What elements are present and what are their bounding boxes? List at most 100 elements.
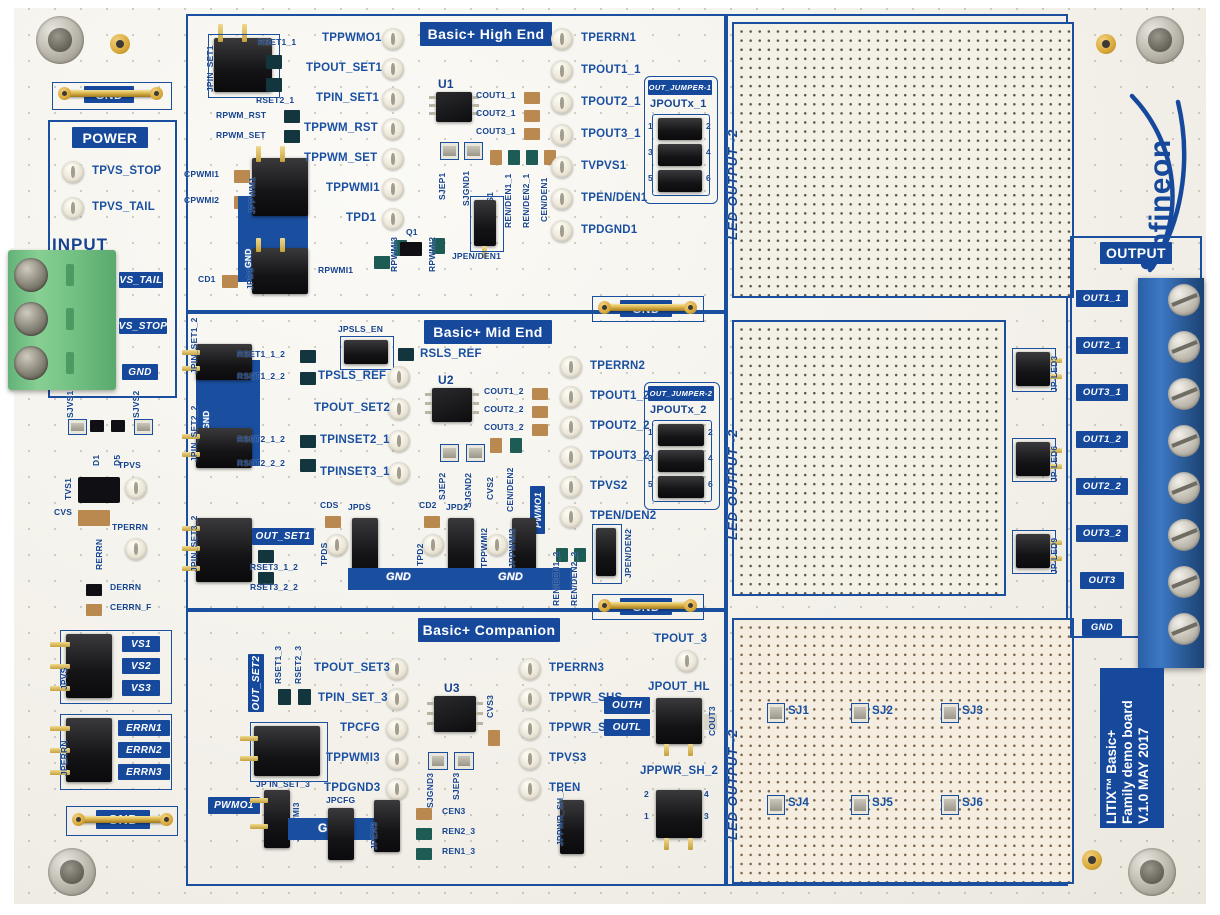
jp-led6-header[interactable]: [1016, 442, 1062, 476]
jp-led3-header[interactable]: [1016, 352, 1062, 386]
testpoint-tpout2-2[interactable]: [560, 416, 582, 438]
solder-jumper-sjgnd3[interactable]: [428, 752, 448, 770]
solder-jumper-sjvs1[interactable]: [68, 419, 87, 435]
led-output-proto-top[interactable]: [732, 22, 1074, 298]
output-screw-8[interactable]: [1168, 613, 1200, 645]
testpoint-tpout3[interactable]: [676, 650, 698, 672]
jpin-set3-2-header[interactable]: [182, 518, 252, 582]
testpoint-tperrn2[interactable]: [560, 356, 582, 378]
testpoint-tpdgnd3[interactable]: [386, 778, 408, 800]
solder-jumper-sj2[interactable]: [851, 703, 869, 723]
testpoint-tpds[interactable]: [326, 534, 348, 556]
testpoint-tppwmi2[interactable]: [486, 534, 508, 556]
testpoint-tpout-set2[interactable]: [388, 398, 410, 420]
out-jumper1-pin-row2[interactable]: [658, 144, 702, 166]
testpoint-tppwm-set[interactable]: [382, 148, 404, 170]
jpout-hl-header[interactable]: [656, 698, 702, 756]
testpoint-tppwr-shs[interactable]: [519, 688, 541, 710]
out-jumper2-pin-row2[interactable]: [658, 450, 704, 472]
testpoint-tpsls-ref[interactable]: [388, 366, 410, 388]
vs-jumper-header[interactable]: [50, 634, 112, 698]
output-screw-2[interactable]: [1168, 331, 1200, 363]
solder-jumper-sjep3[interactable]: [454, 752, 474, 770]
solder-jumper-sj6[interactable]: [941, 795, 959, 815]
testpoint-tpen-den1[interactable]: [551, 188, 573, 210]
jpd1-header[interactable]: [252, 238, 308, 294]
jp-in-set3-header[interactable]: [240, 726, 320, 776]
out-jumper1-pin-row3[interactable]: [658, 170, 702, 192]
solder-jumper-sj1[interactable]: [767, 703, 785, 723]
jpin-set1-2-header[interactable]: [182, 344, 252, 380]
gnd-wire-mid2[interactable]: [602, 602, 692, 609]
testpoint-tpout3-1[interactable]: [551, 124, 573, 146]
testpoint-tpout3-2[interactable]: [560, 446, 582, 468]
output-screw-4[interactable]: [1168, 425, 1200, 457]
testpoint-tpcfg[interactable]: [386, 718, 408, 740]
output-screw-7[interactable]: [1168, 566, 1200, 598]
output-screw-3[interactable]: [1168, 378, 1200, 410]
testpoint-tpout-set1[interactable]: [382, 58, 404, 80]
input-terminal-screw-1[interactable]: [14, 258, 48, 292]
input-terminal-screw-2[interactable]: [14, 302, 48, 336]
output-screw-6[interactable]: [1168, 519, 1200, 551]
solder-jumper-sj4[interactable]: [767, 795, 785, 815]
jpen-den1-header[interactable]: [474, 200, 496, 258]
output-screw-5[interactable]: [1168, 472, 1200, 504]
jp-led9-header[interactable]: [1016, 534, 1062, 568]
testpoint-tpvs2[interactable]: [560, 476, 582, 498]
solder-jumper-sjgnd1[interactable]: [464, 142, 483, 160]
input-terminal-block[interactable]: [8, 250, 116, 390]
solder-jumper-sjgnd2[interactable]: [466, 444, 485, 462]
testpoint-tpen-den2[interactable]: [560, 506, 582, 528]
testpoint-tppwmi1[interactable]: [382, 178, 404, 200]
testpoint-tpin-set3[interactable]: [386, 688, 408, 710]
jppwm1-header[interactable]: [252, 146, 308, 216]
testpoint-tpvs-tail[interactable]: [62, 197, 84, 219]
errn-jumper-header[interactable]: [50, 718, 112, 782]
jppwr-sh2-header[interactable]: [656, 790, 702, 850]
testpoint-tpvs-stop[interactable]: [62, 161, 84, 183]
testpoint-tvpvs1[interactable]: [551, 156, 573, 178]
solder-jumper-sj5[interactable]: [851, 795, 869, 815]
out-jumper2-pin-row3[interactable]: [658, 476, 704, 498]
testpoint-tpvs[interactable]: [125, 477, 147, 499]
gnd-wire-mid1[interactable]: [602, 304, 692, 311]
jpen3-header[interactable]: [374, 800, 400, 852]
testpoint-tppwmo1[interactable]: [382, 28, 404, 50]
testpoint-tperrn[interactable]: [125, 538, 147, 560]
solder-jumper-sjep2[interactable]: [440, 444, 459, 462]
testpoint-tpinset2-1[interactable]: [388, 430, 410, 452]
testpoint-tpout1-1[interactable]: [551, 60, 573, 82]
out-jumper2-pin-row1[interactable]: [658, 424, 704, 446]
output-screw-1[interactable]: [1168, 284, 1200, 316]
testpoint-tpout1-2[interactable]: [560, 386, 582, 408]
testpoint-tpen[interactable]: [519, 778, 541, 800]
gnd-wire-topleft[interactable]: [62, 90, 158, 97]
out-jumper1-pin-row1[interactable]: [658, 118, 702, 140]
jpcfg-header[interactable]: [328, 808, 354, 860]
jppwr-sh1-header[interactable]: [560, 800, 584, 854]
jpsls-en-header[interactable]: [344, 340, 388, 364]
testpoint-tpdgnd1[interactable]: [551, 220, 573, 242]
jppwmi3-header[interactable]: [250, 790, 290, 848]
testpoint-tppwm-rst[interactable]: [382, 118, 404, 140]
testpoint-tppwmi3[interactable]: [386, 748, 408, 770]
testpoint-tperrn1[interactable]: [551, 28, 573, 50]
solder-jumper-sjvs2[interactable]: [134, 419, 153, 435]
gnd-wire-bottomleft[interactable]: [76, 816, 168, 823]
testpoint-tpd2[interactable]: [422, 534, 444, 556]
jpin-set1-header[interactable]: [214, 24, 272, 92]
solder-jumper-sjep1[interactable]: [440, 142, 459, 160]
testpoint-tperrn3[interactable]: [519, 658, 541, 680]
led-output-proto-mid[interactable]: [732, 320, 1006, 596]
led-output-proto-bottom[interactable]: [732, 618, 1074, 884]
jpen-den2-header[interactable]: [596, 528, 616, 576]
testpoint-tpinset3-1[interactable]: [388, 462, 410, 484]
jpin-set2-2-header[interactable]: [182, 428, 252, 468]
solder-jumper-sj3[interactable]: [941, 703, 959, 723]
testpoint-tpout2-1[interactable]: [551, 92, 573, 114]
testpoint-tpout-set3[interactable]: [386, 658, 408, 680]
testpoint-tpd1[interactable]: [382, 208, 404, 230]
input-terminal-screw-3[interactable]: [14, 346, 48, 380]
testpoint-tpvs3[interactable]: [519, 748, 541, 770]
